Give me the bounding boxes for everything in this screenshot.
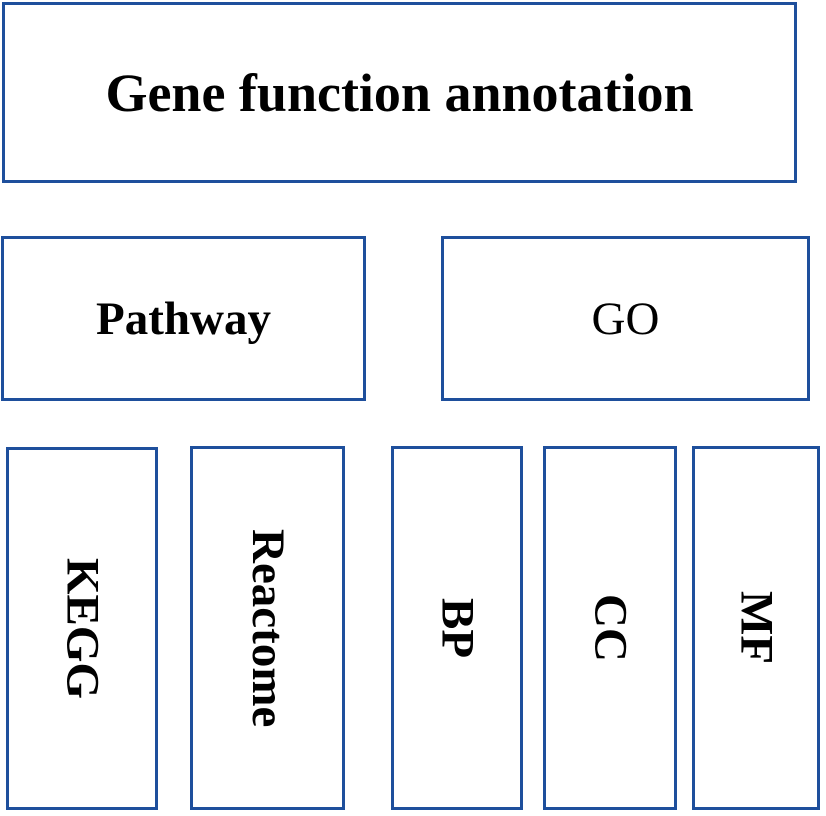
bp-label: BP (431, 597, 484, 659)
kegg-label: KEGG (56, 557, 109, 700)
mf-label: MF (730, 591, 783, 665)
kegg-box: KEGG (6, 447, 158, 810)
mf-box: MF (692, 446, 820, 810)
pathway-label: Pathway (96, 292, 271, 345)
reactome-label: Reactome (242, 528, 294, 728)
reactome-box: Reactome (190, 446, 345, 810)
go-box: GO (441, 236, 810, 401)
gene-function-annotation-box: Gene function annotation (2, 2, 797, 183)
cc-label: CC (584, 594, 637, 662)
pathway-box: Pathway (1, 236, 366, 401)
diagram-title: Gene function annotation (105, 62, 694, 123)
bp-box: BP (391, 446, 523, 810)
cc-box: CC (543, 446, 677, 810)
go-label: GO (591, 292, 660, 345)
